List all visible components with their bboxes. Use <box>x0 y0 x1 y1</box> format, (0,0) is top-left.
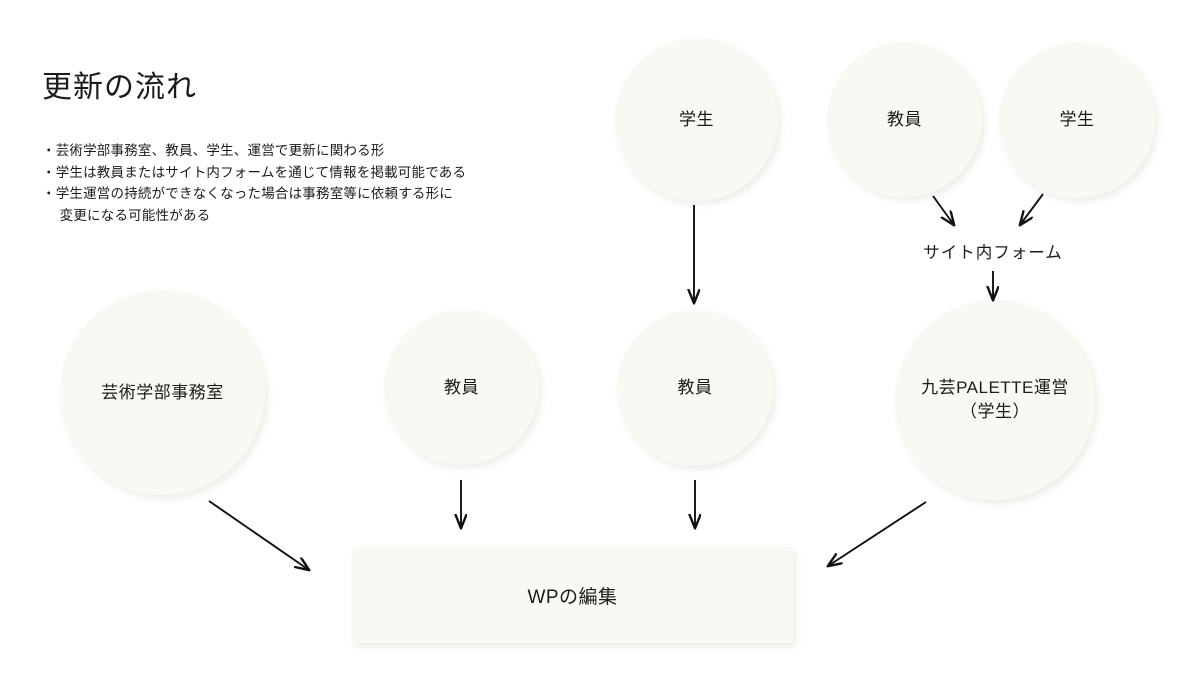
node-teacher-top[interactable]: 教員 <box>827 42 982 197</box>
bullet-item: ・学生は教員またはサイト内フォームを通じて情報を掲載可能である <box>42 164 467 180</box>
node-office[interactable]: 芸術学部事務室 <box>60 290 265 495</box>
node-label: WPの編集 <box>527 586 618 608</box>
bullet-item: 変更になる可能性がある <box>42 207 211 223</box>
node-label: 教員 <box>887 109 922 129</box>
bullet-list: ・芸術学部事務室、教員、学生、運営で更新に関わる形 ・学生は教員またはサイト内フ… <box>42 140 562 226</box>
node-student-top-right[interactable]: 学生 <box>999 42 1155 198</box>
node-student-top[interactable]: 学生 <box>615 38 778 201</box>
node-label: 芸術学部事務室 <box>101 382 224 402</box>
edge-teacher-to-form <box>932 195 954 225</box>
node-label: 学生 <box>1059 110 1095 129</box>
node-label: 教員 <box>677 378 713 397</box>
node-palette-admin[interactable]: 九芸PALETTE運営 （学生） <box>895 300 1095 500</box>
node-label: 教員 <box>444 377 479 397</box>
bullet-item: ・学生運営の持続ができなくなった場合は事務室等に依頼する形に <box>42 186 453 201</box>
edge-student-to-form <box>1020 193 1044 225</box>
page-title: 更新の流れ <box>42 71 197 104</box>
node-wp-edit[interactable]: WPの編集 <box>352 547 793 643</box>
node-teacher-mid[interactable]: 教員 <box>617 310 773 466</box>
node-site-form-label: サイト内フォーム <box>923 244 1063 262</box>
node-teacher-mid-left[interactable]: 教員 <box>384 310 539 465</box>
edge-office-to-wp <box>208 500 309 570</box>
node-label: 九芸PALETTE運営 （学生） <box>921 378 1069 421</box>
bullet-item: ・芸術学部事務室、教員、学生、運営で更新に関わる形 <box>42 143 385 158</box>
edge-palette-to-wp <box>828 501 927 566</box>
node-label: 学生 <box>679 109 714 129</box>
